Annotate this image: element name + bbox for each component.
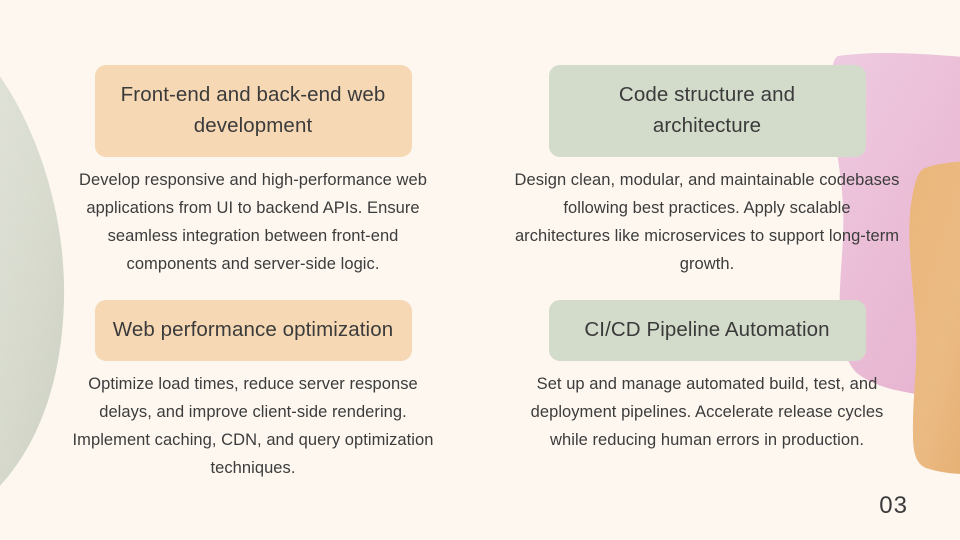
card-front-end-back-end-web-development: Front-end and back-end web development D… (48, 65, 458, 278)
card-title-web-performance-optimization: Web performance optimization (94, 300, 412, 361)
page-number: 03 (879, 492, 908, 519)
card-title-code-structure-and-architecture: Code structure and architecture (548, 65, 866, 157)
card-title-front-end-back-end-web-development: Front-end and back-end web development (94, 65, 412, 157)
card-cicd-pipeline-automation: CI/CD Pipeline Automation Set up and man… (502, 300, 912, 454)
card-body-front-end-back-end-web-development: Develop responsive and high-performance … (79, 171, 427, 273)
card-title-cicd-pipeline-automation: CI/CD Pipeline Automation (548, 300, 866, 361)
column-right: Code structure and architecture Design c… (502, 0, 912, 540)
card-body-cicd-pipeline-automation: Set up and manage automated build, test,… (530, 375, 884, 449)
card-web-performance-optimization: Web performance optimization Optimize lo… (48, 300, 458, 482)
column-left: Front-end and back-end web development D… (48, 0, 458, 540)
card-body-web-performance-optimization: Optimize load times, reduce server respo… (72, 375, 434, 477)
card-body-code-structure-and-architecture: Design clean, modular, and maintainable … (514, 171, 900, 273)
card-code-structure-and-architecture: Code structure and architecture Design c… (502, 65, 912, 278)
